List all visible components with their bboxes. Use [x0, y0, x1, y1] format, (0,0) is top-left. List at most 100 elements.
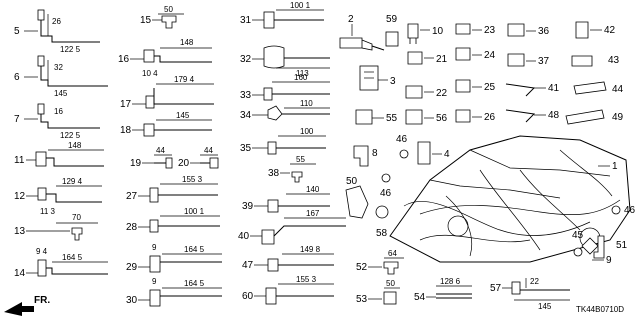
vehicle-harness-illustration — [389, 135, 631, 263]
part-39-connector — [267, 199, 279, 213]
part-1-group: 1 — [598, 161, 618, 172]
callout-41: 41 — [548, 83, 560, 94]
part-5-clip — [37, 9, 45, 21]
part-59-group: 59 — [385, 14, 399, 47]
callout-49: 49 — [612, 112, 624, 123]
part-57-connector — [511, 281, 521, 295]
part-17-group: 17 179 4 — [120, 75, 214, 110]
dim-53: 50 — [386, 279, 395, 288]
part-8-bracket — [353, 145, 369, 167]
part-54-group: 54 128 6 — [414, 277, 472, 303]
part-8-group: 8 — [353, 145, 378, 167]
part-50-group: 50 — [345, 176, 369, 219]
dim-60: 155 3 — [296, 275, 317, 284]
part-60-grommet — [265, 287, 277, 305]
callout-12: 12 — [14, 191, 26, 202]
part-4-bracket — [417, 141, 431, 165]
part-37-clip — [507, 53, 525, 67]
part-31-grommet — [263, 11, 275, 29]
part-36-clip — [507, 23, 525, 37]
part-46-upper-group: 46 — [396, 134, 409, 159]
part-38-clip — [291, 171, 303, 183]
part-18-group: 18 145 — [120, 111, 212, 137]
callout-35: 35 — [240, 143, 252, 154]
callout-46-upper: 46 — [396, 134, 408, 145]
part-33-group: 33 160 — [240, 73, 330, 101]
part-22-clip — [405, 85, 423, 99]
part-41-group: 41 — [505, 83, 560, 97]
dim-40: 167 — [306, 209, 320, 218]
part-23-group: 23 — [455, 23, 496, 36]
part-32-group: 32 113 — [240, 45, 330, 78]
part-12-group: 12 129 4 11 3 — [14, 177, 102, 216]
callout-8: 8 — [372, 148, 378, 159]
part-9-group: 9 — [581, 237, 612, 266]
callout-52: 52 — [356, 262, 368, 273]
callout-59: 59 — [386, 14, 398, 25]
part-38-group: 38 55 — [268, 155, 316, 183]
callout-28: 28 — [126, 222, 138, 233]
part-51-group: 51 — [593, 235, 628, 259]
front-label: FR. — [34, 295, 50, 306]
part-12-connector — [37, 187, 47, 201]
callout-57: 57 — [490, 283, 502, 294]
callout-21: 21 — [436, 54, 448, 65]
dim-6-b: 145 — [54, 89, 68, 98]
callout-27: 27 — [126, 191, 138, 202]
part-45-bolt — [573, 247, 583, 257]
part-29-connector — [149, 255, 161, 273]
part-44-pad — [573, 81, 607, 95]
callout-19: 19 — [130, 158, 142, 169]
callout-1: 1 — [612, 161, 618, 172]
callout-13: 13 — [14, 226, 26, 237]
part-36-group: 36 — [507, 23, 550, 37]
part-21-clip — [407, 51, 423, 65]
part-30-connector — [149, 289, 161, 307]
callout-33: 33 — [240, 90, 252, 101]
part-21-group: 21 — [407, 51, 448, 65]
part-20-group: 20 44 — [178, 146, 219, 169]
dim-6-a: 32 — [54, 63, 63, 72]
part-55-group: 55 — [355, 109, 398, 125]
vehicle-body-outline — [389, 135, 631, 263]
part-43-pad — [571, 55, 593, 67]
callout-53: 53 — [356, 294, 368, 305]
part-49-group: 49 — [565, 109, 624, 125]
callout-20: 20 — [178, 158, 190, 169]
part-45-group: 45 — [572, 230, 584, 257]
dim-11: 148 — [68, 141, 82, 150]
dim-14-b: 164 5 — [62, 253, 83, 262]
part-24-group: 24 — [455, 47, 496, 61]
part-42-group: 42 — [575, 21, 616, 39]
part-24-clip — [455, 47, 471, 61]
part-20-clip — [209, 157, 219, 169]
part-49-pad — [565, 109, 605, 125]
part-10-clip — [407, 23, 419, 44]
dim-57-a: 22 — [530, 277, 539, 286]
callout-10: 10 — [432, 26, 444, 37]
callout-17: 17 — [120, 99, 132, 110]
part-19-clip — [165, 157, 173, 169]
callout-14: 14 — [14, 268, 26, 279]
callout-55: 55 — [386, 113, 398, 124]
part-52-clip — [383, 261, 399, 275]
part-46-middle-group: 46 — [380, 173, 392, 199]
callout-51: 51 — [616, 240, 628, 251]
callout-6: 6 — [14, 72, 20, 83]
callout-23: 23 — [484, 25, 496, 36]
part-27-connector — [149, 187, 159, 203]
callout-40: 40 — [238, 231, 250, 242]
part-16-connector — [143, 49, 155, 63]
dim-30-b: 164 5 — [184, 279, 205, 288]
part-7-clip — [37, 103, 45, 115]
part-27-group: 27 155 3 — [126, 175, 218, 203]
part-39-group: 39 140 — [242, 185, 330, 213]
dim-5-b: 122 5 — [60, 45, 81, 54]
part-47-connector — [267, 258, 279, 272]
part-34-group: 34 110 — [240, 99, 330, 121]
part-31-group: 31 100 1 — [240, 1, 324, 29]
part-42-clip — [575, 21, 589, 39]
dim-17: 179 4 — [174, 75, 195, 84]
dim-7-a: 16 — [54, 107, 63, 116]
part-26-group: 26 — [455, 109, 496, 123]
